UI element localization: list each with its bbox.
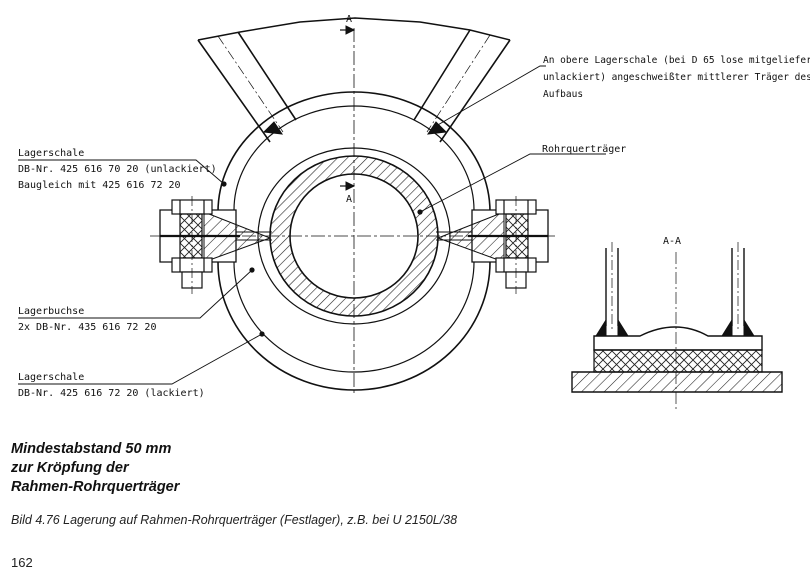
svg-text:Lagerbuchse: Lagerbuchse xyxy=(18,306,84,317)
section-marker-mid: A xyxy=(346,194,352,205)
page-number: 162 xyxy=(11,555,33,570)
label-bearing-shell-bottom: Lagerschale DB-Nr. 425 616 72 20 (lackie… xyxy=(18,372,205,399)
svg-text:DB-Nr. 425 616 70 20 (unlackie: DB-Nr. 425 616 70 20 (unlackiert) xyxy=(18,164,217,175)
label-cross-member: Rohrquerträger xyxy=(542,144,626,155)
leader-lines xyxy=(18,65,606,385)
label-bearing-shell-top: Lagerschale DB-Nr. 425 616 70 20 (unlack… xyxy=(18,148,217,191)
svg-text:2x DB-Nr. 435 616 72 20: 2x DB-Nr. 435 616 72 20 xyxy=(18,322,156,333)
svg-text:Lagerschale: Lagerschale xyxy=(18,372,84,383)
section-marker-top: A xyxy=(346,14,352,25)
figure-caption: Bild 4.76 Lagerung auf Rahmen-Rohrquertr… xyxy=(11,513,458,527)
left-strut xyxy=(197,31,297,143)
svg-text:Aufbaus: Aufbaus xyxy=(543,89,583,100)
section-view-a-a xyxy=(571,242,783,412)
svg-text:DB-Nr. 425 616 72 20 (lackiert: DB-Nr. 425 616 72 20 (lackiert) xyxy=(18,388,205,399)
label-upper-shell-note: An obere Lagerschale (bei D 65 lose mitg… xyxy=(543,55,810,100)
bearing-assembly xyxy=(150,17,556,396)
section-title: A-A xyxy=(663,236,681,247)
svg-text:Baugleich mit 425 616 72 20: Baugleich mit 425 616 72 20 xyxy=(18,180,181,191)
right-strut xyxy=(413,29,511,143)
svg-text:unlackiert) angeschweißter mit: unlackiert) angeschweißter mittlerer Trä… xyxy=(543,72,810,83)
label-bushing: Lagerbuchse 2x DB-Nr. 435 616 72 20 xyxy=(18,306,156,333)
technical-drawing: A A An obere Lagerschale (bei D 65 lose … xyxy=(18,14,810,412)
minimum-distance-notice: Mindestabstand 50 mm zur Kröpfung der Ra… xyxy=(11,441,180,495)
svg-text:Lagerschale: Lagerschale xyxy=(18,148,84,159)
svg-text:An obere Lagerschale (bei D 65: An obere Lagerschale (bei D 65 lose mitg… xyxy=(543,55,810,66)
